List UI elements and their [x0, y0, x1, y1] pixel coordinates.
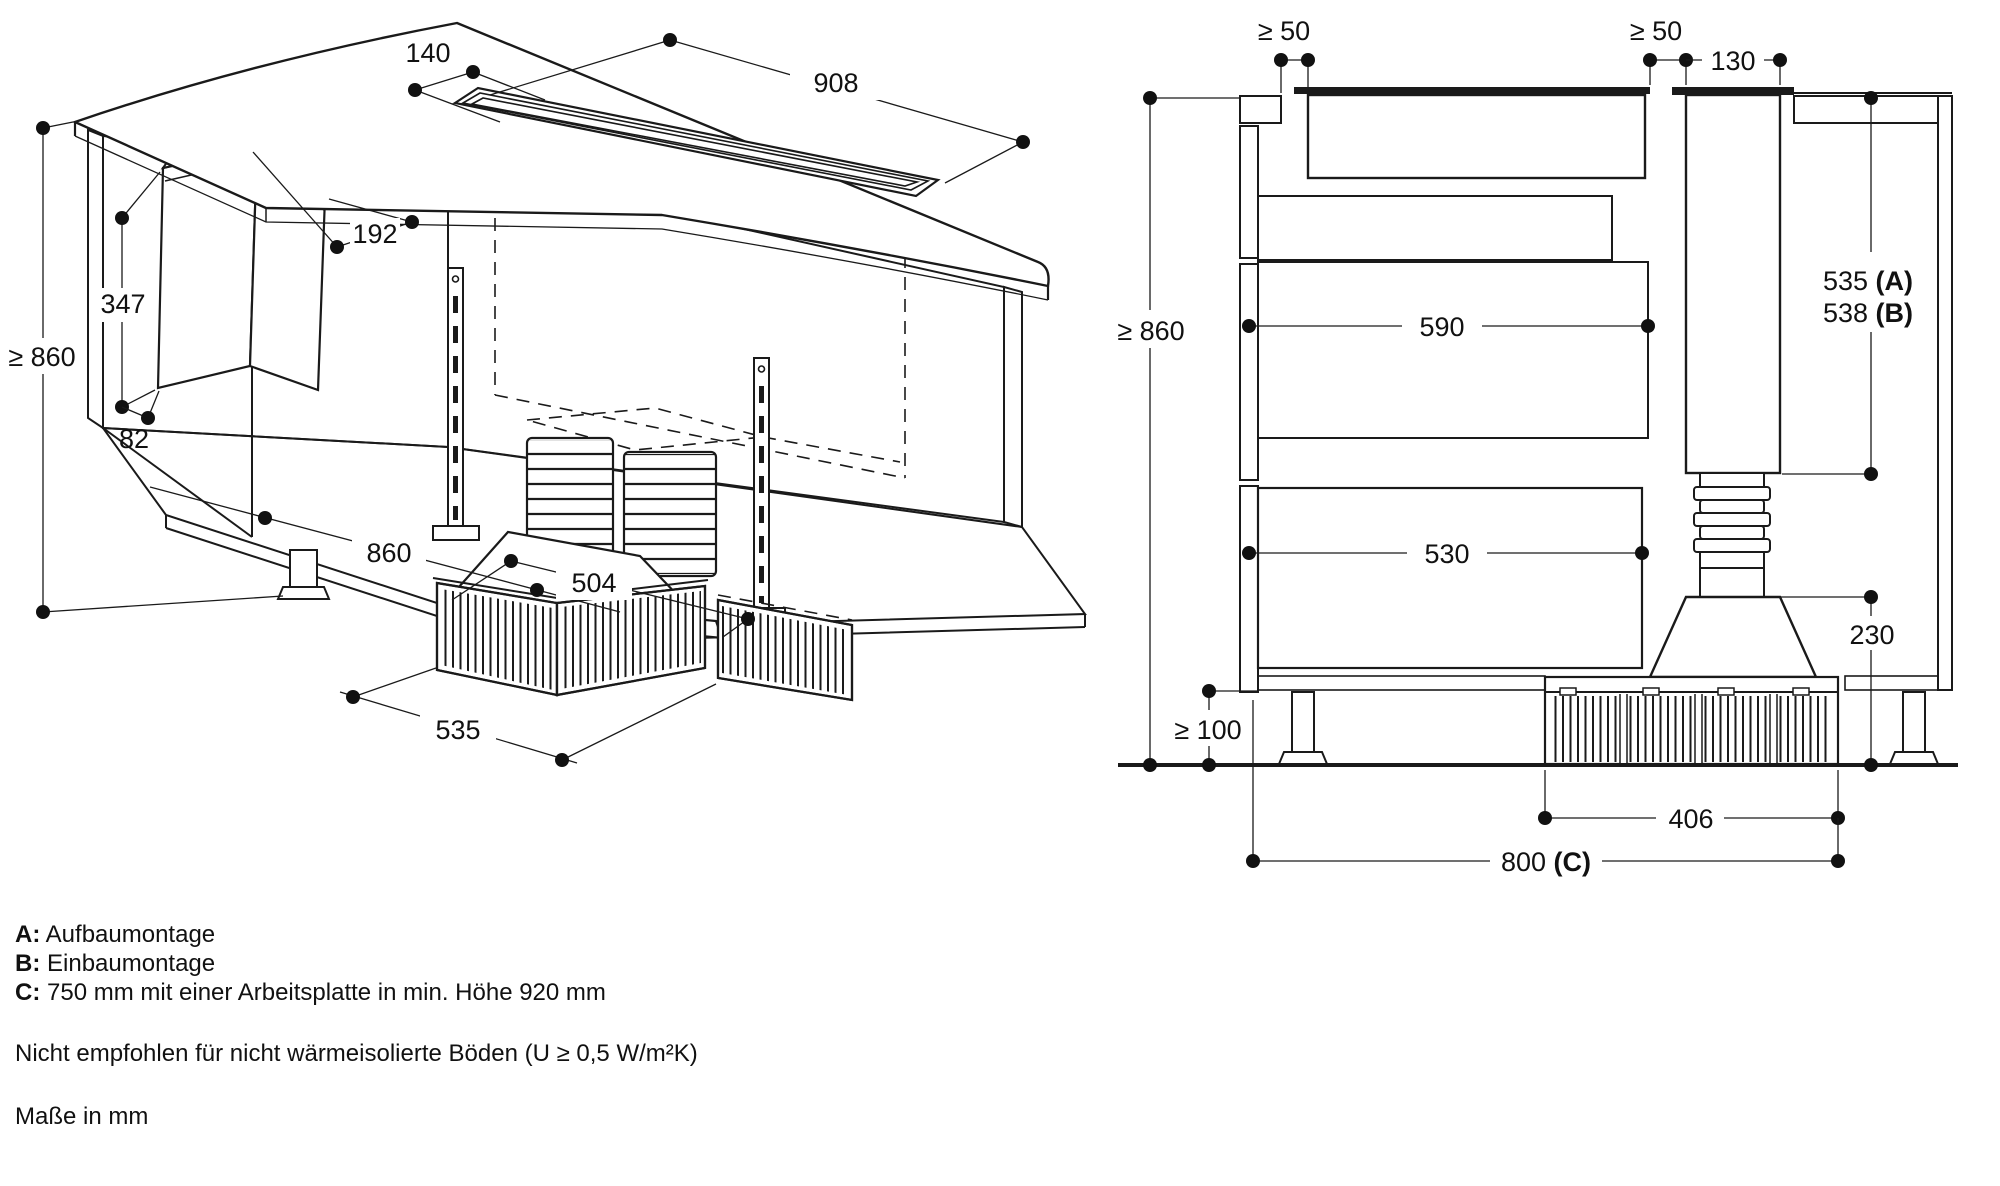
dim-wallduct-width: 192 [252, 151, 419, 254]
legend-key-b: B: [15, 950, 41, 977]
plinth-blower-grille [432, 577, 854, 702]
dim-overall-label: 800 (C) [1501, 847, 1591, 877]
dim-min-height-section: ≥ 860 [1104, 91, 1240, 772]
legend-item-a: A: Aufbaumontage [15, 920, 698, 949]
dim-hood-height: 230 [1780, 590, 1904, 772]
dim-install-depth-a-label: 535 (A) [1823, 266, 1913, 296]
dim-shelf-width: 590 [1242, 308, 1655, 344]
worktop-vent-slot [452, 86, 941, 198]
insulation-note: Nicht empfohlen für nicht wärmeisolierte… [15, 1040, 698, 1067]
cabinet-bottom-panel-right [1844, 675, 1939, 691]
worktop [71, 21, 1050, 301]
flexible-duct [1693, 472, 1771, 598]
dim-hood-width: 504 [451, 554, 755, 638]
dim-slot-length: 908 [489, 33, 1030, 184]
mounting-rail-front [738, 357, 786, 623]
legend-item-c: C: 750 mm mit einer Arbeitsplatte in min… [15, 978, 698, 1007]
cooktop-top-plate [1294, 87, 1650, 94]
legend-key-a: A: [15, 921, 41, 948]
dim-overall: 800 (C) [1246, 700, 1845, 879]
middle-compartment [1257, 261, 1649, 439]
cabinet-foot-right [1888, 691, 1940, 765]
cabinet-side-panel [1239, 125, 1259, 693]
mounting-rail-rear [432, 267, 480, 541]
dim-duct-column-width-label: 130 [1710, 46, 1755, 76]
cabinet-bottom-panel [1257, 675, 1546, 691]
dim-wallduct-depth: 82 [119, 390, 160, 454]
dim-slot-offset: 140 [405, 38, 546, 123]
legend-text-b: Einbaumontage [47, 950, 216, 977]
dim-shelf-width-label: 590 [1419, 312, 1464, 342]
dim-rail-distance: 860 [149, 486, 621, 613]
plinth-blower-base [1543, 675, 1840, 766]
cabinet-foot-left [1277, 691, 1329, 765]
dim-plinth-width-label: 535 [435, 715, 480, 745]
dim-wallduct-width-label: 192 [352, 219, 397, 249]
dim-gap-left: ≥ 50 [1258, 16, 1315, 93]
dim-min-height-iso-label: ≥ 860 [8, 342, 75, 372]
plinth-hood-body [1648, 595, 1818, 679]
dim-gap-right-label: ≥ 50 [1630, 16, 1682, 46]
legend-key-c: C: [15, 979, 41, 1006]
dim-wallduct-height-label: 347 [100, 289, 145, 319]
plinth-foot [276, 549, 331, 600]
dim-hood-height-label: 230 [1849, 620, 1894, 650]
cabinet-right-wall [1937, 95, 1953, 691]
section-view: ≥ 860 ≥ 100 ≥ 50 ≥ 50 [1104, 16, 1958, 879]
dim-drawer-width: 530 [1242, 535, 1649, 571]
isometric-view: 140 908 192 347 [2, 21, 1087, 767]
dim-install-depth-b-label: 538 (B) [1823, 298, 1913, 328]
legend: A: Aufbaumontage B: Einbaumontage C: 750… [15, 920, 698, 1131]
technical-drawing: 140 908 192 347 [2, 16, 1958, 879]
dim-gap-left-label: ≥ 50 [1258, 16, 1310, 46]
dim-wallduct-height: 347 [94, 171, 161, 414]
dim-blower-width: 406 [1538, 770, 1845, 834]
left-end-panel [87, 128, 104, 430]
dim-duct-column-width: 130 [1686, 44, 1787, 85]
cooktop-body [1306, 93, 1647, 180]
dim-base-clearance-label: ≥ 100 [1174, 715, 1241, 745]
dim-base-clearance: ≥ 100 [1158, 684, 1258, 772]
duct-cap-plate [1672, 87, 1794, 95]
dim-gap-right: ≥ 50 [1630, 16, 1693, 85]
dim-min-height-iso: ≥ 860 [2, 121, 284, 619]
dim-install-depth: 535 (A) 538 (B) [1782, 91, 1913, 481]
lower-compartment [1256, 486, 1644, 670]
legend-text-a: Aufbaumontage [45, 921, 216, 948]
right-end-panel [1003, 285, 1023, 529]
units-note: Maße in mm [15, 1103, 149, 1130]
dim-drawer-width-label: 530 [1424, 539, 1469, 569]
duct-column [1684, 93, 1782, 475]
dim-hood-width-label: 504 [571, 568, 616, 598]
dim-slot-length-label: 908 [813, 68, 858, 98]
dim-plinth-width: 535 [339, 667, 717, 767]
dim-min-height-section-label: ≥ 860 [1117, 316, 1184, 346]
legend-item-b: B: Einbaumontage [15, 949, 698, 978]
dim-rail-distance-label: 860 [366, 538, 411, 568]
legend-text-c: 750 mm mit einer Arbeitsplatte in min. H… [47, 979, 606, 1006]
dim-slot-offset-label: 140 [405, 38, 450, 68]
upper-compartment [1257, 195, 1613, 261]
dim-wallduct-depth-label: 82 [119, 424, 149, 454]
worktop-left-section [1239, 95, 1282, 124]
dim-blower-width-label: 406 [1668, 804, 1713, 834]
